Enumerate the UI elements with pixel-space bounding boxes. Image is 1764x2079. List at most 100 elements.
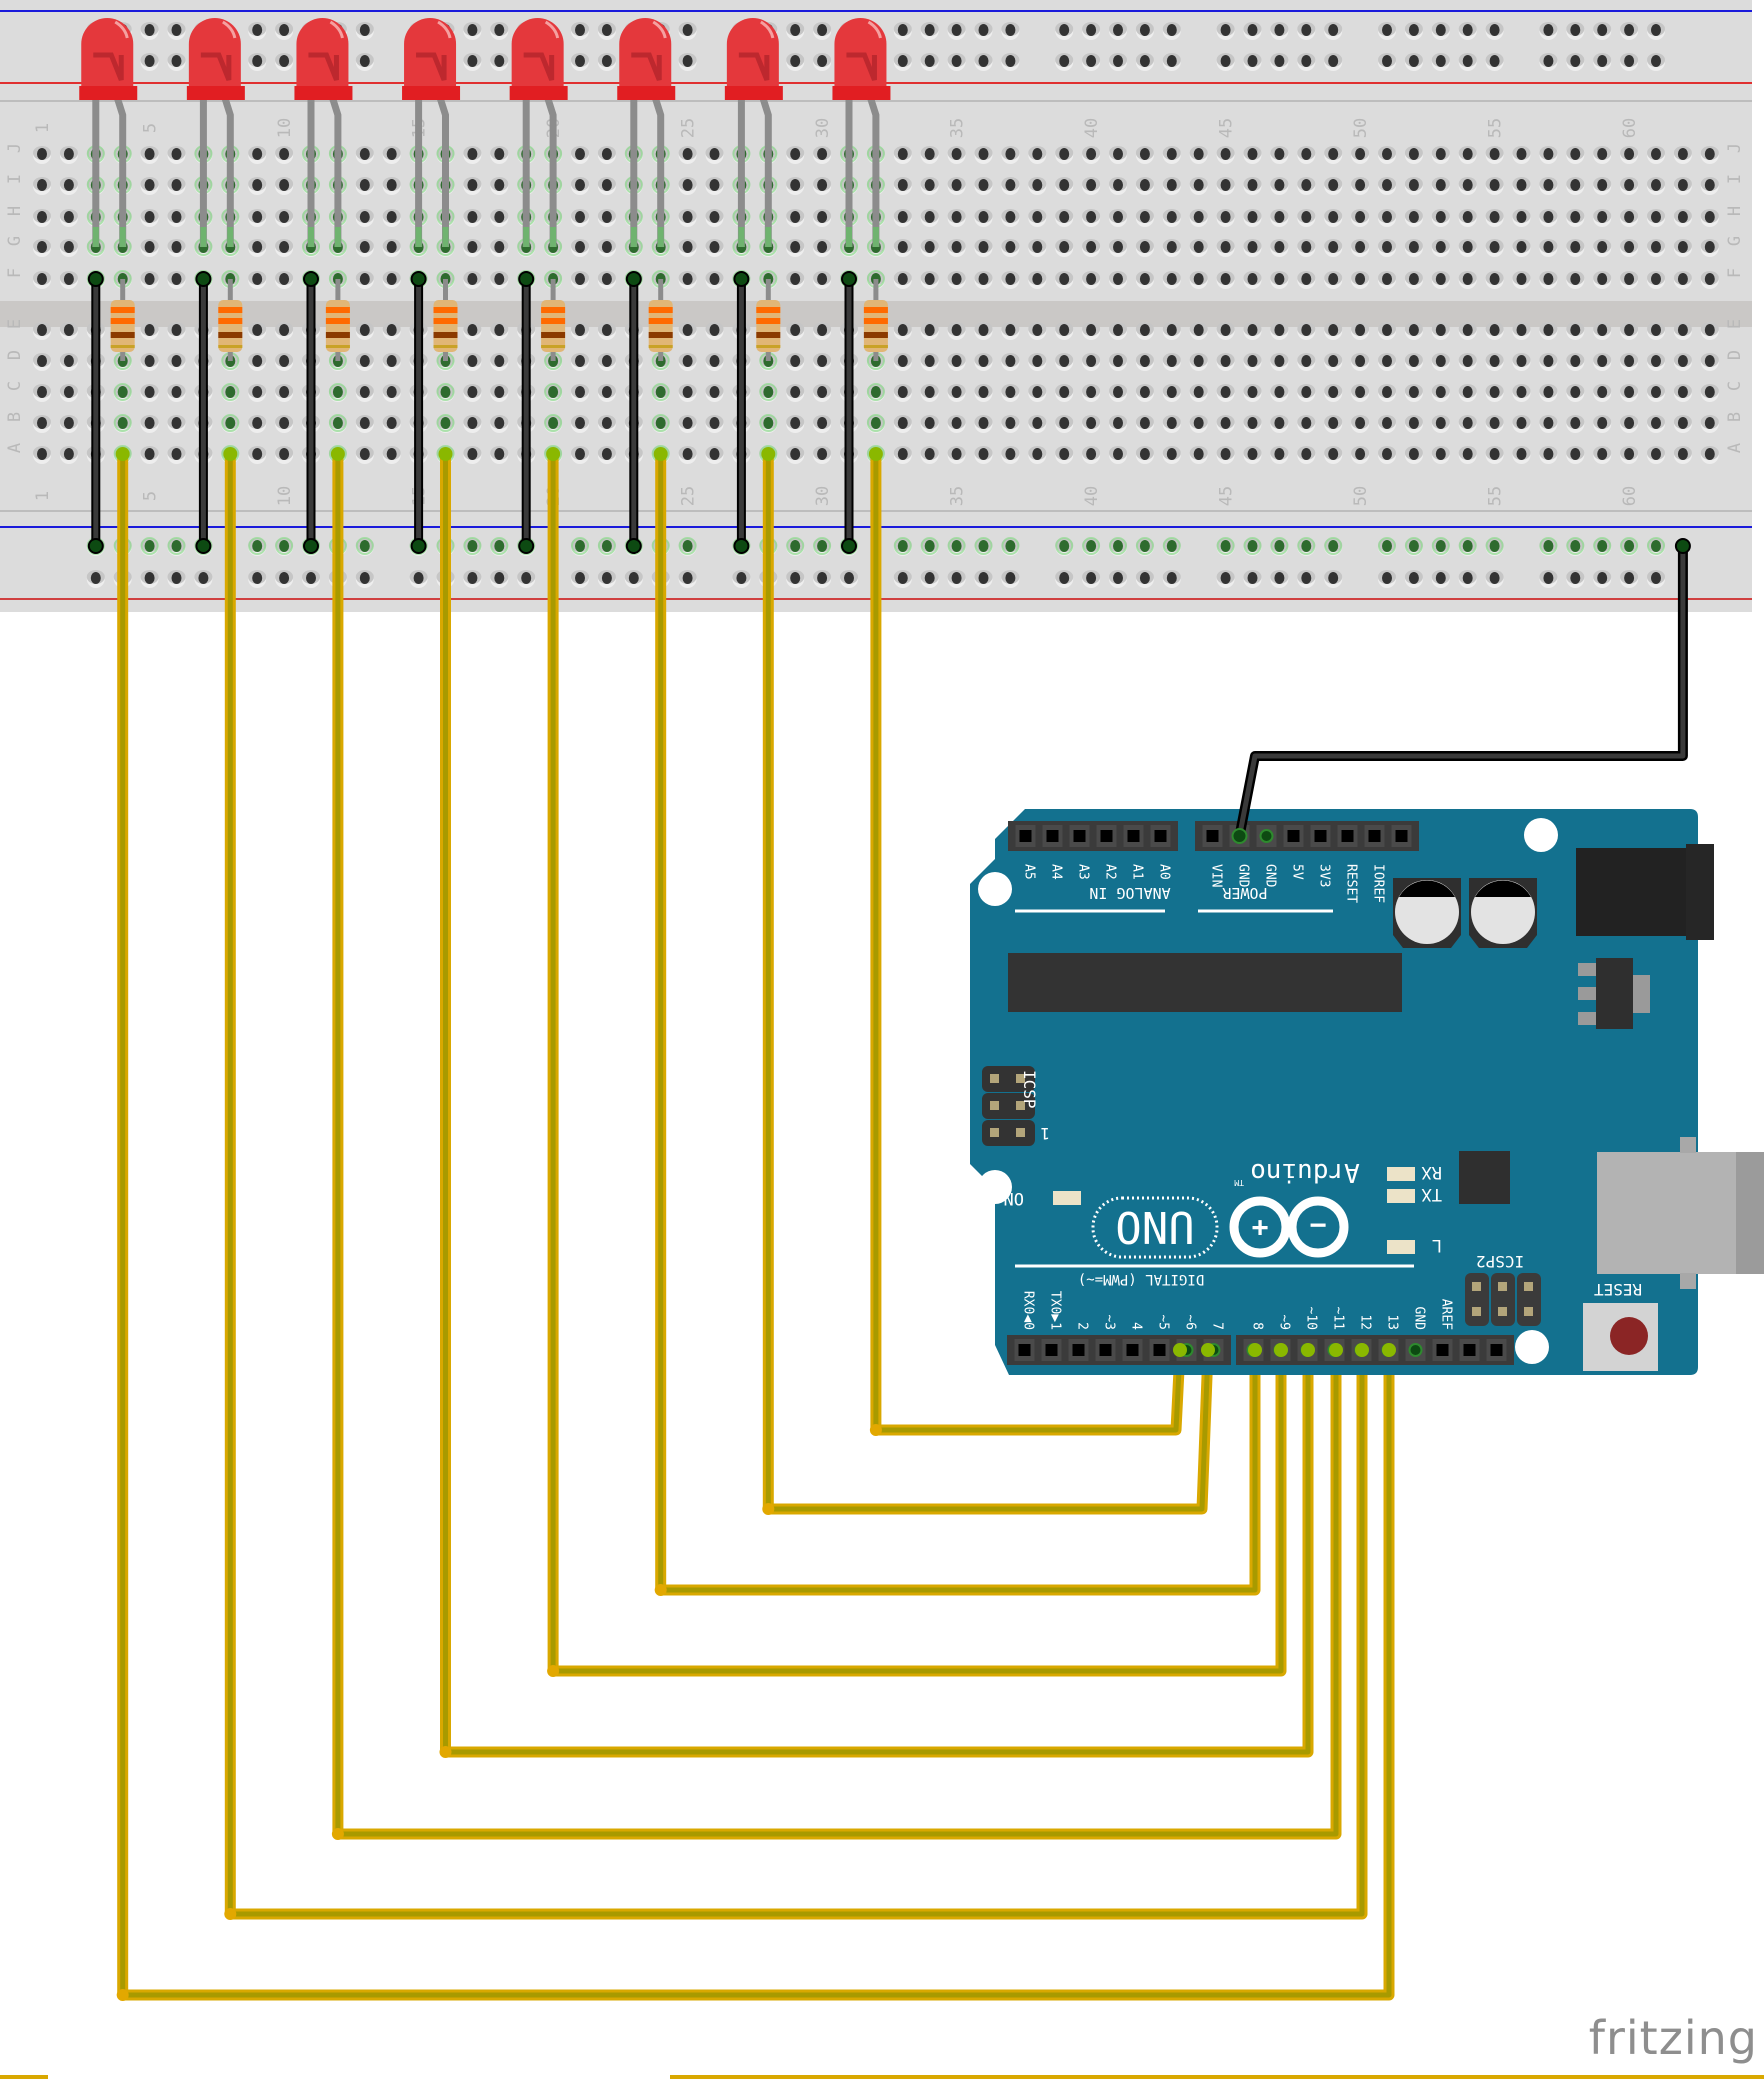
- breadboard-hole[interactable]: [1086, 324, 1097, 336]
- breadboard-hole[interactable]: [1597, 24, 1608, 36]
- breadboard-hole[interactable]: [63, 386, 74, 398]
- breadboard-hole[interactable]: [1704, 448, 1715, 460]
- breadboard-hole[interactable]: [575, 24, 585, 36]
- breadboard-hole[interactable]: [790, 572, 801, 584]
- breadboard-hole[interactable]: [601, 448, 612, 460]
- breadboard-hole[interactable]: [817, 55, 828, 67]
- breadboard-hole[interactable]: [1570, 273, 1581, 285]
- breadboard-hole[interactable]: [1570, 386, 1581, 398]
- breadboard-hole[interactable]: [1677, 417, 1688, 429]
- breadboard-hole[interactable]: [1086, 179, 1097, 191]
- breadboard-hole[interactable]: [386, 148, 397, 160]
- breadboard-hole[interactable]: [1086, 572, 1097, 584]
- breadboard-hole[interactable]: [1139, 24, 1150, 36]
- breadboard-hole[interactable]: [575, 324, 585, 336]
- breadboard-hole[interactable]: [63, 355, 74, 367]
- breadboard-hole[interactable]: [978, 355, 989, 367]
- breadboard-hole[interactable]: [1408, 540, 1419, 552]
- header-pin[interactable]: [1127, 830, 1140, 842]
- breadboard-hole[interactable]: [1651, 355, 1661, 367]
- breadboard-hole[interactable]: [1193, 241, 1204, 253]
- breadboard-hole[interactable]: [171, 241, 182, 253]
- breadboard-hole[interactable]: [1435, 355, 1446, 367]
- breadboard-hole[interactable]: [817, 148, 828, 160]
- breadboard-hole[interactable]: [1193, 179, 1204, 191]
- breadboard-hole[interactable]: [1489, 324, 1500, 336]
- breadboard-hole[interactable]: [1651, 148, 1661, 160]
- breadboard-hole[interactable]: [386, 417, 397, 429]
- breadboard-hole[interactable]: [1274, 148, 1285, 160]
- breadboard-hole[interactable]: [1435, 417, 1446, 429]
- breadboard-hole[interactable]: [1489, 417, 1500, 429]
- breadboard-hole[interactable]: [467, 148, 478, 160]
- breadboard-hole[interactable]: [1301, 540, 1312, 552]
- breadboard-hole[interactable]: [924, 448, 935, 460]
- breadboard-hole[interactable]: [1570, 241, 1581, 253]
- breadboard-hole[interactable]: [1328, 417, 1339, 429]
- breadboard-hole[interactable]: [601, 324, 612, 336]
- breadboard-hole[interactable]: [1032, 179, 1043, 191]
- breadboard-hole[interactable]: [575, 211, 585, 223]
- breadboard-hole[interactable]: [1247, 355, 1258, 367]
- breadboard-hole[interactable]: [709, 273, 720, 285]
- breadboard-hole[interactable]: [601, 55, 612, 67]
- breadboard-hole[interactable]: [1597, 273, 1608, 285]
- breadboard-hole[interactable]: [575, 540, 585, 552]
- breadboard-hole[interactable]: [1408, 241, 1419, 253]
- breadboard-hole[interactable]: [1435, 211, 1446, 223]
- header-pin[interactable]: [1046, 830, 1059, 842]
- breadboard-hole[interactable]: [1220, 572, 1231, 584]
- breadboard-hole[interactable]: [1139, 241, 1150, 253]
- breadboard-hole[interactable]: [63, 211, 74, 223]
- breadboard-hole[interactable]: [1382, 55, 1392, 67]
- breadboard-hole[interactable]: [817, 386, 828, 398]
- breadboard-hole[interactable]: [575, 55, 585, 67]
- breadboard-hole[interactable]: [1139, 273, 1150, 285]
- breadboard-hole[interactable]: [1032, 211, 1043, 223]
- breadboard-hole[interactable]: [1355, 241, 1366, 253]
- breadboard-hole[interactable]: [1408, 324, 1419, 336]
- breadboard-hole[interactable]: [709, 179, 720, 191]
- breadboard-hole[interactable]: [951, 355, 962, 367]
- breadboard-hole[interactable]: [144, 24, 155, 36]
- breadboard-hole[interactable]: [978, 572, 989, 584]
- breadboard-hole[interactable]: [171, 55, 182, 67]
- signal-wire-led3[interactable]: [335, 454, 1339, 1837]
- breadboard-hole[interactable]: [252, 148, 263, 160]
- breadboard-hole[interactable]: [1247, 55, 1258, 67]
- breadboard-hole[interactable]: [1382, 355, 1392, 367]
- breadboard-hole[interactable]: [1220, 241, 1231, 253]
- breadboard-hole[interactable]: [1220, 417, 1231, 429]
- breadboard-hole[interactable]: [790, 273, 801, 285]
- breadboard-hole[interactable]: [978, 324, 989, 336]
- breadboard-hole[interactable]: [467, 355, 478, 367]
- breadboard-hole[interactable]: [1274, 211, 1285, 223]
- signal-wire-led2[interactable]: [227, 454, 1365, 1917]
- breadboard-hole[interactable]: [1032, 355, 1043, 367]
- breadboard-hole[interactable]: [1086, 417, 1097, 429]
- breadboard-hole[interactable]: [1543, 55, 1554, 67]
- breadboard-hole[interactable]: [1677, 448, 1688, 460]
- breadboard-hole[interactable]: [817, 572, 828, 584]
- breadboard-hole[interactable]: [467, 448, 478, 460]
- breadboard-hole[interactable]: [1651, 273, 1661, 285]
- breadboard-hole[interactable]: [1113, 572, 1123, 584]
- breadboard-hole[interactable]: [63, 324, 74, 336]
- breadboard-hole[interactable]: [63, 179, 74, 191]
- breadboard-hole[interactable]: [144, 355, 155, 367]
- breadboard-hole[interactable]: [897, 211, 908, 223]
- breadboard-hole[interactable]: [63, 241, 74, 253]
- breadboard-hole[interactable]: [682, 273, 693, 285]
- breadboard-hole[interactable]: [252, 211, 263, 223]
- breadboard-hole[interactable]: [1677, 179, 1688, 191]
- breadboard-hole[interactable]: [1005, 241, 1016, 253]
- breadboard-hole[interactable]: [790, 55, 801, 67]
- breadboard-hole[interactable]: [1489, 55, 1500, 67]
- breadboard-hole[interactable]: [1516, 417, 1527, 429]
- breadboard-hole[interactable]: [467, 179, 478, 191]
- breadboard-hole[interactable]: [1489, 355, 1500, 367]
- breadboard-hole[interactable]: [117, 386, 128, 398]
- header-pin[interactable]: [1019, 830, 1032, 842]
- breadboard-hole[interactable]: [494, 448, 505, 460]
- breadboard-hole[interactable]: [1193, 448, 1204, 460]
